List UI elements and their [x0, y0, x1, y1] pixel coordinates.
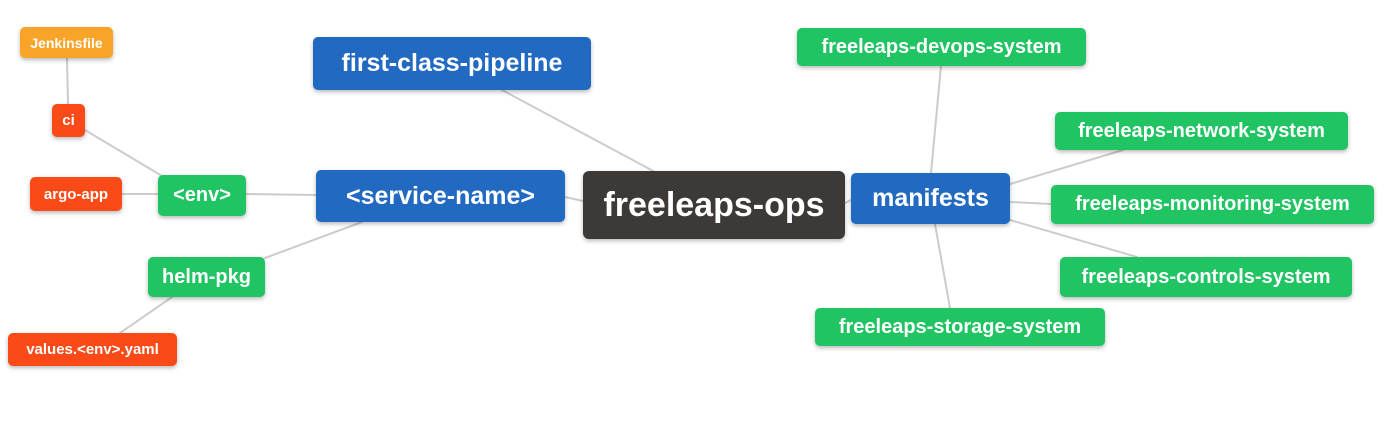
mindmap-node-freeleaps-ops[interactable]: freeleaps-ops — [583, 171, 845, 239]
edge-helm-pkg-to-values-env-yaml — [119, 296, 173, 334]
node-label: freeleaps-storage-system — [838, 315, 1082, 338]
node-label: helm-pkg — [162, 265, 251, 288]
mindmap-node-env[interactable]: <env> — [158, 175, 246, 216]
edge-ci-to-env — [84, 129, 163, 177]
node-label: freeleaps-monitoring-system — [1075, 193, 1350, 215]
mindmap-node-ci[interactable]: ci — [52, 104, 85, 137]
mindmap-node-first-class-pipeline[interactable]: first-class-pipeline — [313, 37, 591, 90]
edge-service-name-to-freeleaps-ops — [564, 196, 584, 202]
mindmap-node-jenkinsfile[interactable]: Jenkinsfile — [20, 27, 113, 58]
node-label: argo-app — [43, 185, 109, 203]
node-label: freeleaps-devops-system — [821, 35, 1062, 58]
mindmap-node-network-system[interactable]: freeleaps-network-system — [1055, 112, 1348, 150]
mindmap-node-argo-app[interactable]: argo-app — [30, 177, 122, 211]
mindmap-node-controls-system[interactable]: freeleaps-controls-system — [1060, 257, 1352, 297]
edge-env-to-service-name — [245, 193, 317, 196]
mindmap-node-service-name[interactable]: <service-name> — [316, 170, 565, 222]
edge-jenkinsfile-to-ci — [66, 57, 69, 105]
edge-manifests-to-monitoring-system — [1009, 201, 1052, 205]
mindmap-node-devops-system[interactable]: freeleaps-devops-system — [797, 28, 1086, 66]
edge-manifests-to-devops-system — [930, 65, 942, 174]
mindmap-node-values-env-yaml[interactable]: values.<env>.yaml — [8, 333, 177, 366]
edge-manifests-to-controls-system — [1009, 219, 1138, 258]
node-label: ci — [62, 112, 75, 129]
node-label: freeleaps-controls-system — [1081, 265, 1331, 288]
mindmap-node-storage-system[interactable]: freeleaps-storage-system — [815, 308, 1105, 346]
node-label: freeleaps-ops — [603, 185, 825, 224]
node-label: first-class-pipeline — [341, 49, 563, 77]
node-label: Jenkinsfile — [30, 34, 103, 51]
edge-first-class-pipeline-to-freeleaps-ops — [501, 89, 658, 174]
node-label: values.<env>.yaml — [26, 341, 159, 358]
node-label: <service-name> — [345, 181, 536, 210]
node-label: freeleaps-network-system — [1078, 119, 1325, 142]
node-label: <env> — [173, 184, 231, 206]
mindmap-node-manifests[interactable]: manifests — [851, 173, 1010, 224]
mindmap-node-monitoring-system[interactable]: freeleaps-monitoring-system — [1051, 185, 1374, 224]
edge-manifests-to-storage-system — [934, 223, 951, 309]
edge-service-name-to-helm-pkg — [264, 221, 363, 259]
mindmap-node-helm-pkg[interactable]: helm-pkg — [148, 257, 265, 297]
node-label: manifests — [872, 184, 989, 212]
edge-manifests-to-network-system — [1009, 149, 1124, 185]
